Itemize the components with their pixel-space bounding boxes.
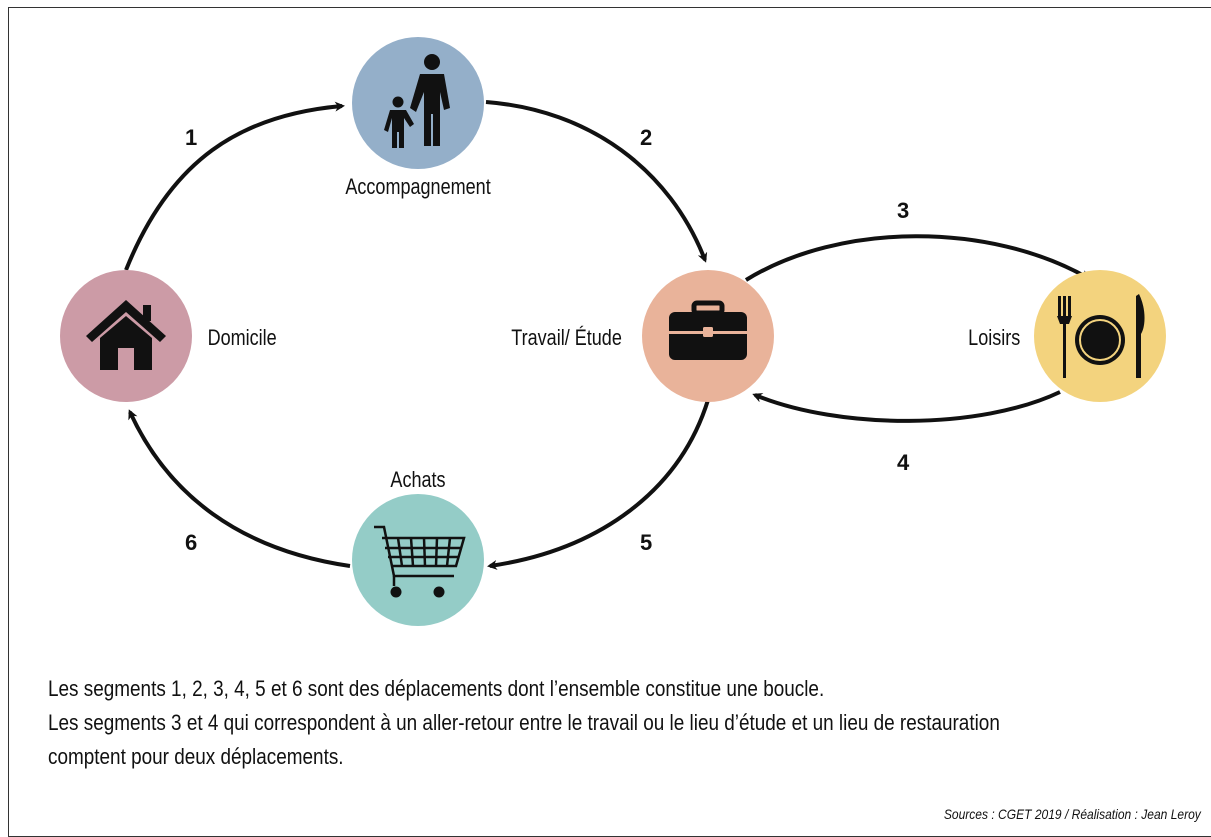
node-travail: Travail/ Étude bbox=[511, 270, 774, 402]
cutlery-plate-icon bbox=[1057, 294, 1145, 378]
briefcase-icon bbox=[669, 300, 747, 360]
arrow-segment-3 bbox=[744, 234, 1091, 282]
achats-label: Achats bbox=[390, 468, 445, 492]
house-icon bbox=[86, 300, 166, 370]
segment-number-4: 4 bbox=[897, 450, 910, 475]
shopping-cart-icon bbox=[374, 525, 466, 598]
caption-line-2: Les segments 3 et 4 qui correspondent à … bbox=[48, 710, 1000, 735]
arrow-segment-1 bbox=[124, 101, 345, 271]
node-loisirs: Loisirs bbox=[968, 270, 1166, 402]
segment-number-2: 2 bbox=[640, 125, 652, 150]
arrows bbox=[124, 100, 1091, 570]
accompagnement-label: Accompagnement bbox=[345, 175, 491, 199]
segment-number-6: 6 bbox=[185, 530, 197, 555]
segment-number-3: 3 bbox=[897, 198, 909, 223]
node-accompagnement: Accompagnement bbox=[345, 37, 491, 199]
loisirs-label: Loisirs bbox=[968, 326, 1020, 350]
arrow-segment-6 bbox=[128, 409, 351, 568]
sources-credit: Sources : CGET 2019 / Réalisation : Jean… bbox=[944, 806, 1201, 822]
family-icon bbox=[384, 54, 450, 148]
caption-line-1: Les segments 1, 2, 3, 4, 5 et 6 sont des… bbox=[48, 676, 825, 701]
node-domicile: Domicile bbox=[60, 270, 277, 402]
caption: Les segments 1, 2, 3, 4, 5 et 6 sont des… bbox=[48, 672, 1020, 774]
achats-circle bbox=[352, 494, 484, 626]
segment-number-1: 1 bbox=[185, 125, 197, 150]
arrow-segment-5 bbox=[487, 399, 710, 570]
node-achats: Achats bbox=[352, 468, 484, 626]
arrow-segment-2 bbox=[485, 100, 708, 263]
travail-label: Travail/ Étude bbox=[511, 325, 622, 350]
arrow-segment-4 bbox=[752, 390, 1061, 423]
caption-line-3: comptent pour deux déplacements. bbox=[48, 744, 344, 769]
domicile-label: Domicile bbox=[208, 326, 277, 350]
segment-number-5: 5 bbox=[640, 530, 652, 555]
